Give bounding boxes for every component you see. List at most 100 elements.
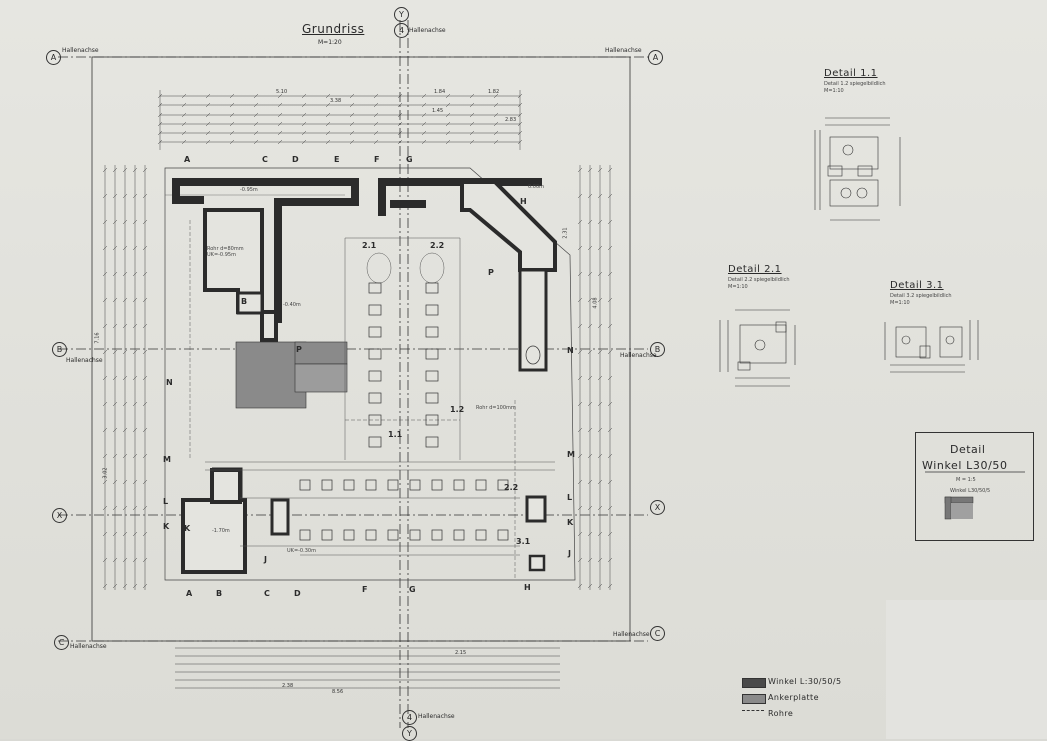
dimension-tick: [577, 531, 583, 537]
detail-2-1-title: Detail 2.1: [728, 264, 782, 275]
dimension-tick: [112, 557, 118, 563]
dimension-tick: [397, 139, 403, 145]
dimension-tick: [597, 167, 603, 173]
detail-winkel-scale: M = 1:5: [956, 477, 976, 483]
dimension-tick: [597, 531, 603, 537]
anchor-square: [425, 326, 439, 338]
dimension-tick: [142, 453, 148, 459]
dimension-tick: [373, 130, 379, 136]
dimension-tick: [132, 401, 138, 407]
detail-3-1-sub: Detail 3.2 spiegelbildlich: [890, 293, 952, 299]
anchor-square: [425, 348, 439, 360]
paper-corner: [886, 600, 1047, 739]
dim-top-c: 1.84: [434, 89, 446, 95]
dimension-tick: [157, 112, 163, 118]
dimension-tick: [587, 349, 593, 355]
dimension-tick: [277, 112, 283, 118]
dimension-tick: [253, 139, 259, 145]
dimension-tick: [493, 139, 499, 145]
dimension-tick: [469, 112, 475, 118]
dimension-tick: [157, 130, 163, 136]
dimension-tick: [132, 245, 138, 251]
anchor-square: [497, 529, 509, 541]
detail-winkel-subtitle: Winkel L30/50: [922, 459, 1008, 472]
dimension-tick: [373, 112, 379, 118]
section-l-left: L: [163, 497, 169, 506]
section-l-right: L: [567, 493, 573, 502]
grid-bubble-a-right: A: [648, 50, 663, 65]
dimension-tick: [102, 167, 108, 173]
dimension-tick: [597, 375, 603, 381]
section-h-top: H: [520, 197, 527, 206]
dimension-tick: [122, 531, 128, 537]
dimension-tick: [142, 323, 148, 329]
dim-right-b: 2.31: [562, 227, 569, 239]
dimension-tick: [142, 245, 148, 251]
dimension-tick: [112, 583, 118, 589]
dimension-tick: [397, 112, 403, 118]
anchor-square: [431, 529, 443, 541]
dimension-tick: [112, 193, 118, 199]
dim-top-f: 1.45: [432, 108, 444, 114]
legend-winkel: Winkel L:30/50/5: [768, 677, 842, 686]
dimension-tick: [102, 557, 108, 563]
dimension-tick: [607, 375, 613, 381]
dimension-tick: [122, 219, 128, 225]
dimension-tick: [112, 453, 118, 459]
dimension-tick: [587, 427, 593, 433]
dimension-tick: [587, 505, 593, 511]
anchor-square: [425, 392, 439, 404]
dimension-tick: [132, 375, 138, 381]
section-f-bottom: F: [362, 585, 368, 594]
dimension-tick: [597, 427, 603, 433]
dim-bottom-total: 8.56: [332, 689, 344, 695]
dimension-tick: [102, 427, 108, 433]
section-j-right: J: [568, 549, 571, 558]
dimension-tick: [373, 121, 379, 127]
grid-bubble-x-right: X: [650, 500, 665, 515]
dimension-tick: [597, 479, 603, 485]
dimension-tick: [587, 479, 593, 485]
dimension-tick: [102, 531, 108, 537]
dimension-tick: [587, 245, 593, 251]
dimension-tick: [122, 453, 128, 459]
dimension-tick: [421, 121, 427, 127]
dimension-tick: [607, 167, 613, 173]
anchor-square: [368, 304, 382, 316]
dimension-tick: [469, 93, 475, 99]
dimension-tick: [132, 323, 138, 329]
dimension-tick: [421, 139, 427, 145]
dimension-tick: [301, 102, 307, 108]
dim-right-a: 4.08: [592, 297, 599, 309]
legend-swatch-rohre: [742, 710, 764, 711]
dimension-tick: [421, 93, 427, 99]
dimension-tick: [112, 297, 118, 303]
legend-rohre: Rohre: [768, 709, 794, 718]
dimension-tick: [112, 401, 118, 407]
dimension-tick: [122, 557, 128, 563]
dimension-tick: [421, 102, 427, 108]
detail-1-1-title: Detail 1.1: [824, 68, 878, 79]
dim-top-e: 2.83: [505, 117, 517, 123]
dimension-tick: [607, 427, 613, 433]
dimension-tick: [607, 193, 613, 199]
dimension-tick: [157, 93, 163, 99]
dimension-tick: [112, 219, 118, 225]
note-pipe-1: Rohr d=80mm: [207, 246, 244, 252]
dimension-tick: [373, 139, 379, 145]
anchor-square: [425, 370, 439, 382]
dimension-tick: [132, 427, 138, 433]
dimension-tick: [349, 130, 355, 136]
dimension-tick: [142, 401, 148, 407]
dimension-tick: [607, 479, 613, 485]
dim-top-b: 3.38: [330, 98, 342, 104]
dimension-tick: [102, 271, 108, 277]
dimension-tick: [142, 193, 148, 199]
zone-1-2: 1.2: [450, 405, 465, 414]
dimension-tick: [587, 375, 593, 381]
dimension-tick: [122, 505, 128, 511]
dimension-tick: [445, 121, 451, 127]
dimension-tick: [587, 219, 593, 225]
dimension-tick: [607, 505, 613, 511]
